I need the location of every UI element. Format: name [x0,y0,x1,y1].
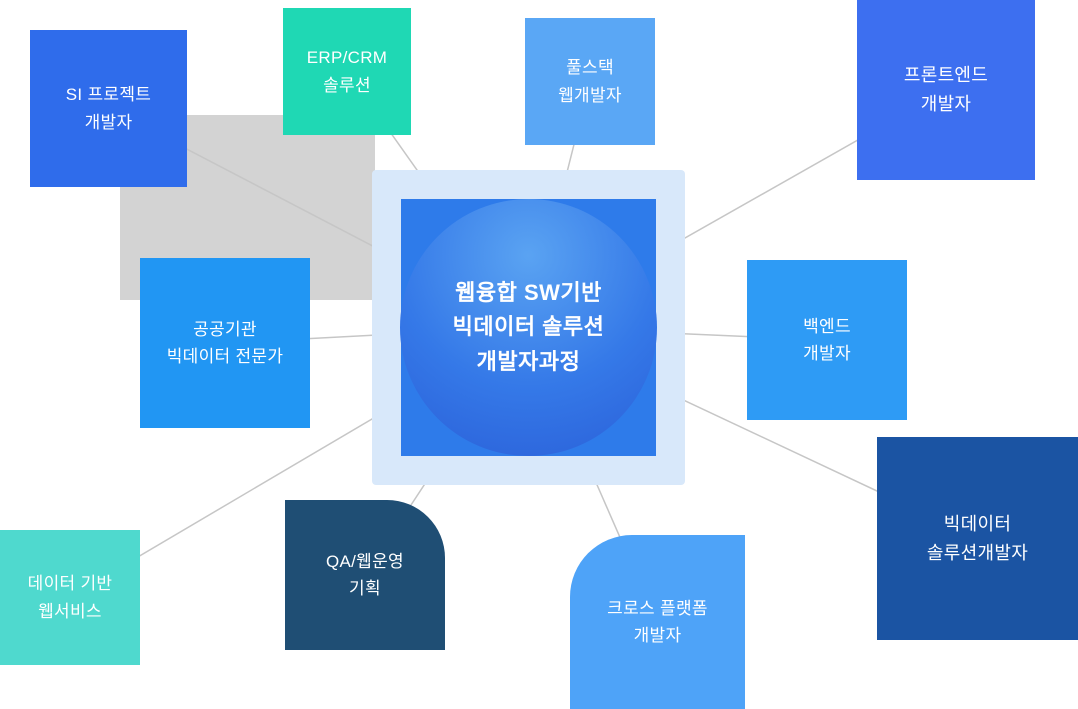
node-data-based-web-service: 데이터 기반 웹서비스 [0,530,140,665]
node-public-bigdata-expert: 공공기관 빅데이터 전문가 [140,258,310,428]
node-bigdata-solution-developer: 빅데이터 솔루션개발자 [877,437,1078,640]
center-panel: 웹융합 SW기반 빅데이터 솔루션 개발자과정 [372,170,685,485]
node-frontend-developer: 프론트엔드 개발자 [857,0,1035,180]
center-circle: 웹융합 SW기반 빅데이터 솔루션 개발자과정 [400,199,657,456]
node-qa-web-operation-planning: QA/웹운영 기획 [285,500,445,650]
node-si-project-developer: SI 프로젝트 개발자 [30,30,187,187]
node-erp-crm-solution: ERP/CRM 솔루션 [283,8,411,135]
node-fullstack-web-developer: 풀스택 웹개발자 [525,18,655,145]
center-title: 웹융합 SW기반 빅데이터 솔루션 개발자과정 [452,280,605,374]
node-cross-platform-developer: 크로스 플랫폼 개발자 [570,535,745,709]
node-backend-developer: 백엔드 개발자 [747,260,907,420]
